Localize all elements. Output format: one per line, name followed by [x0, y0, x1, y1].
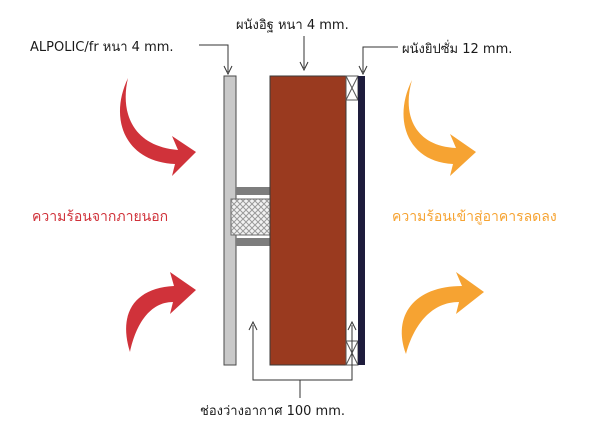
insulation-block — [230, 198, 271, 236]
brick-leader-arrow — [299, 61, 309, 72]
alpolic-label: ALPOLIC/fr หนา 4 mm. — [30, 40, 174, 55]
gypsum-wall-label: ผนังยิปซั่ม 12 mm. — [402, 42, 513, 57]
brick-wall — [269, 75, 347, 366]
alpolic-leader-arrow — [223, 65, 233, 76]
air-gap-bracket — [252, 325, 353, 381]
brick-wall-label: ผนังอิฐ หนา 4 mm. — [236, 18, 349, 33]
inside-heat-label: ความร้อนเข้าสู่อาคารลดลง — [392, 209, 557, 225]
spacer-top-cross — [345, 75, 359, 101]
air-gap-label: ช่องว่างอากาศ 100 mm. — [200, 404, 345, 419]
outside-heat-label: ความร้อนจากภายนอก — [32, 209, 169, 225]
outside-heat-arrow-top — [119, 78, 196, 176]
outside-heat-arrow-bottom — [126, 272, 196, 352]
inside-heat-arrow-bottom — [401, 272, 484, 354]
gypsum-leader-arrow — [358, 65, 368, 76]
bracket-top — [236, 187, 270, 195]
gypsum-leader — [362, 46, 398, 72]
air-gap-arrow-right — [347, 320, 357, 331]
alpolic-leader — [199, 44, 229, 72]
gypsum-board — [358, 76, 365, 365]
inside-heat-arrow-top — [403, 80, 476, 176]
air-gap-arrow-left — [248, 320, 258, 331]
bracket-bottom — [236, 238, 270, 246]
